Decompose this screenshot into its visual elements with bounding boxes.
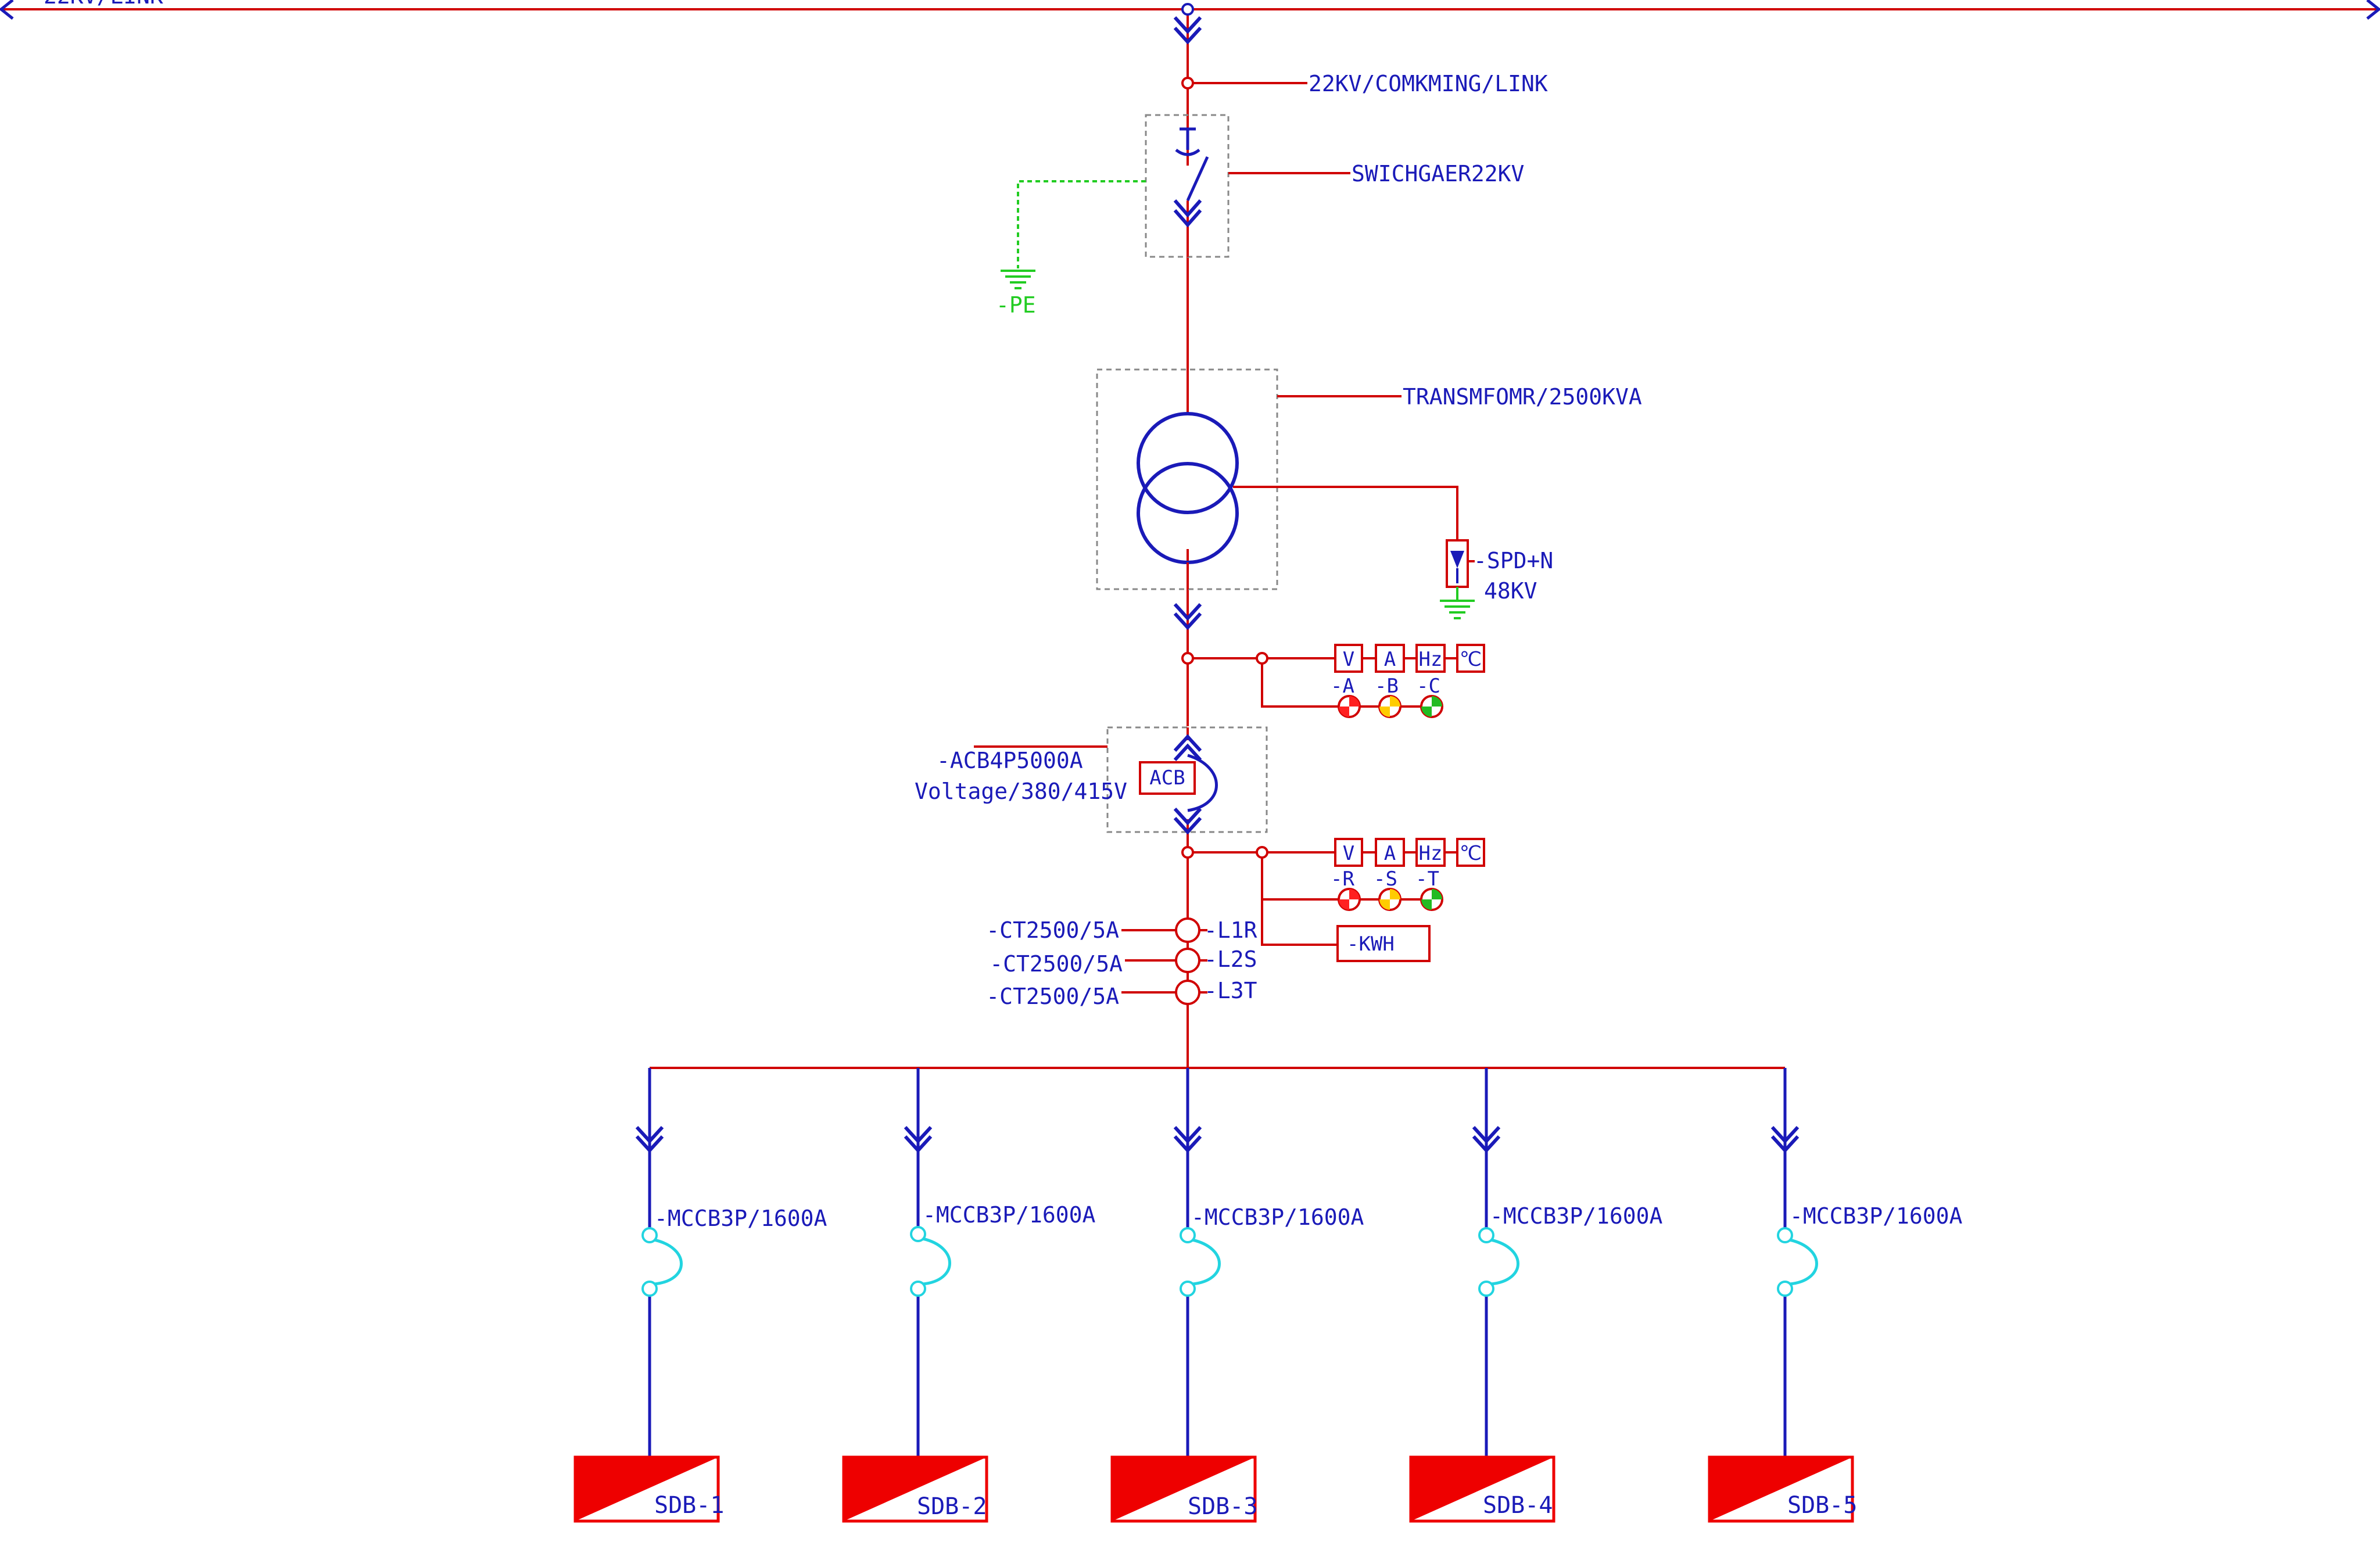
lamp-label-a: -A: [1331, 675, 1354, 698]
pe-label: -PE: [996, 292, 1036, 318]
current-transformers: -CT2500/5A -CT2500/5A -CT2500/5A -L1R -L…: [986, 917, 1257, 1009]
feeder-sdb-1: -MCCB3P/1600A SDB-1: [574, 1068, 827, 1523]
mccb-icon: [1478, 1227, 1519, 1297]
lamp-label-s: -S: [1374, 867, 1397, 891]
mccb-label: -MCCB3P/1600A: [654, 1206, 827, 1231]
voltmeter-lower: [1334, 838, 1363, 867]
feeder-sdb-5: -MCCB3P/1600A SDB-5: [1708, 1068, 1963, 1523]
indicator-lamp-green-icon: [1420, 888, 1443, 911]
ammeter-label: A: [1384, 648, 1396, 671]
switchgear: SWICHGAER22KV: [1145, 114, 1524, 258]
upper-metering: V A Hz ℃ -A -B -C: [1181, 644, 1485, 718]
link-node: 22KV/COMKMING/LINK: [1181, 71, 1548, 96]
feeder-sdb-2: -MCCB3P/1600A SDB-2: [842, 1068, 1096, 1523]
frequency-meter-lower: [1415, 838, 1446, 867]
voltmeter-lower-label: V: [1343, 842, 1354, 865]
indicator-lamp-yellow-icon: [1378, 888, 1402, 911]
mccb-icon: [910, 1226, 951, 1297]
transformer-icon: [1137, 412, 1239, 564]
lower-metering: V A Hz ℃ -R -S -T -KWH: [1181, 838, 1485, 962]
air-circuit-breaker: ACB -ACB4P5000A Voltage/380/415V: [915, 726, 1268, 835]
frequency-meter-lower-label: Hz: [1419, 842, 1443, 865]
sdb-board-icon: [574, 1455, 720, 1523]
sdb-board-icon: [1110, 1455, 1257, 1523]
switchgear-label: SWICHGAER22KV: [1352, 161, 1524, 187]
mccb-icon: [641, 1227, 683, 1297]
spd-label: -SPD+N: [1474, 548, 1553, 573]
sdb-board-icon: [1708, 1455, 1854, 1523]
transformer: TRANSMFOMR/2500KVA: [1096, 368, 1642, 630]
voltmeter-label: V: [1343, 648, 1354, 671]
feeder-sdb-4: -MCCB3P/1600A SDB-4: [1409, 1068, 1663, 1523]
ct-rating-2: -CT2500/5A: [990, 951, 1123, 977]
frequency-meter-label: Hz: [1419, 648, 1443, 671]
indicator-lamp-red-icon: [1338, 695, 1361, 718]
sdb-label: SDB-5: [1787, 1492, 1857, 1519]
mccb-label: -MCCB3P/1600A: [923, 1202, 1096, 1228]
incoming-bus-label: 22KV/LINK: [44, 0, 163, 9]
acb-box: [1139, 761, 1196, 795]
mccb-label: -MCCB3P/1600A: [1490, 1203, 1663, 1229]
temperature-meter-label: ℃: [1460, 648, 1482, 671]
ammeter-lower: [1375, 838, 1405, 867]
feeder-chevron-icon: [1173, 1125, 1202, 1144]
temperature-meter-lower: [1456, 838, 1485, 867]
lamp-label-t: -T: [1415, 867, 1439, 891]
ct-rating-1: -CT2500/5A: [986, 917, 1119, 943]
sdb-board-icon: [842, 1455, 988, 1523]
acb-box-label: ACB: [1149, 766, 1185, 790]
acb-breaker-icon: [1173, 734, 1218, 835]
ct-phase-2: -L2S: [1204, 946, 1257, 972]
ct-l2s-icon: [1175, 948, 1200, 973]
mccb-icon: [1777, 1227, 1818, 1297]
ct-rating-3: -CT2500/5A: [986, 984, 1119, 1009]
ammeter-lower-label: A: [1384, 842, 1396, 865]
mccb-label: -MCCB3P/1600A: [1790, 1203, 1963, 1229]
ct-l3t-icon: [1175, 980, 1200, 1005]
lamp-label-c: -C: [1417, 675, 1440, 698]
main-feeder: [1173, 3, 1202, 1068]
frequency-meter: [1415, 644, 1446, 673]
sdb-label: SDB-4: [1483, 1492, 1553, 1519]
mccb-label: -MCCB3P/1600A: [1191, 1204, 1364, 1230]
acb-label: -ACB4P5000A: [937, 748, 1083, 773]
sdb-board-icon: [1409, 1455, 1555, 1523]
lamp-label-b: -B: [1375, 675, 1399, 698]
transformer-label: TRANSMFOMR/2500KVA: [1403, 384, 1642, 410]
spd-ground-icon: [1440, 600, 1475, 619]
feeder-chevron-icon: [1472, 1125, 1501, 1144]
surge-protector: -SPD+N 48KV: [1233, 486, 1553, 619]
mccb-icon: [1180, 1227, 1221, 1297]
sdb-label: SDB-3: [1188, 1493, 1257, 1520]
ground-icon: [1001, 270, 1035, 289]
acb-voltage-label: Voltage/380/415V: [915, 779, 1127, 804]
ct-phase-1: -L1R: [1204, 917, 1257, 943]
disconnector-switch-icon: [1173, 127, 1209, 228]
indicator-lamp-yellow-icon: [1378, 695, 1402, 718]
temperature-meter: [1456, 644, 1485, 673]
lamp-label-r: -R: [1331, 867, 1354, 891]
sdb-label: SDB-2: [917, 1493, 987, 1520]
temperature-meter-lower-label: ℃: [1460, 842, 1482, 865]
feeder-chevron-icon: [635, 1125, 664, 1144]
feeder-chevron-icon: [904, 1125, 933, 1144]
ct-phase-3: -L3T: [1204, 978, 1257, 1003]
indicator-lamp-red-icon: [1338, 888, 1361, 911]
link-label: 22KV/COMKMING/LINK: [1309, 71, 1548, 96]
feeder-sdb-3: -MCCB3P/1600A SDB-3: [1110, 1068, 1364, 1523]
sdb-label: SDB-1: [654, 1492, 724, 1519]
indicator-lamp-green-icon: [1420, 695, 1443, 718]
kwh-meter: [1336, 925, 1431, 962]
kwh-meter-label: -KWH: [1347, 933, 1395, 956]
incoming-chevron-icon: [1173, 16, 1202, 34]
ammeter: [1375, 644, 1405, 673]
feeder-chevron-icon: [1770, 1125, 1800, 1144]
ct-l1r-icon: [1175, 917, 1200, 943]
voltmeter: [1334, 644, 1363, 673]
pe-earth: -PE: [996, 180, 1146, 318]
spd-rating: 48KV: [1484, 578, 1537, 604]
spd-icon: [1446, 539, 1469, 588]
